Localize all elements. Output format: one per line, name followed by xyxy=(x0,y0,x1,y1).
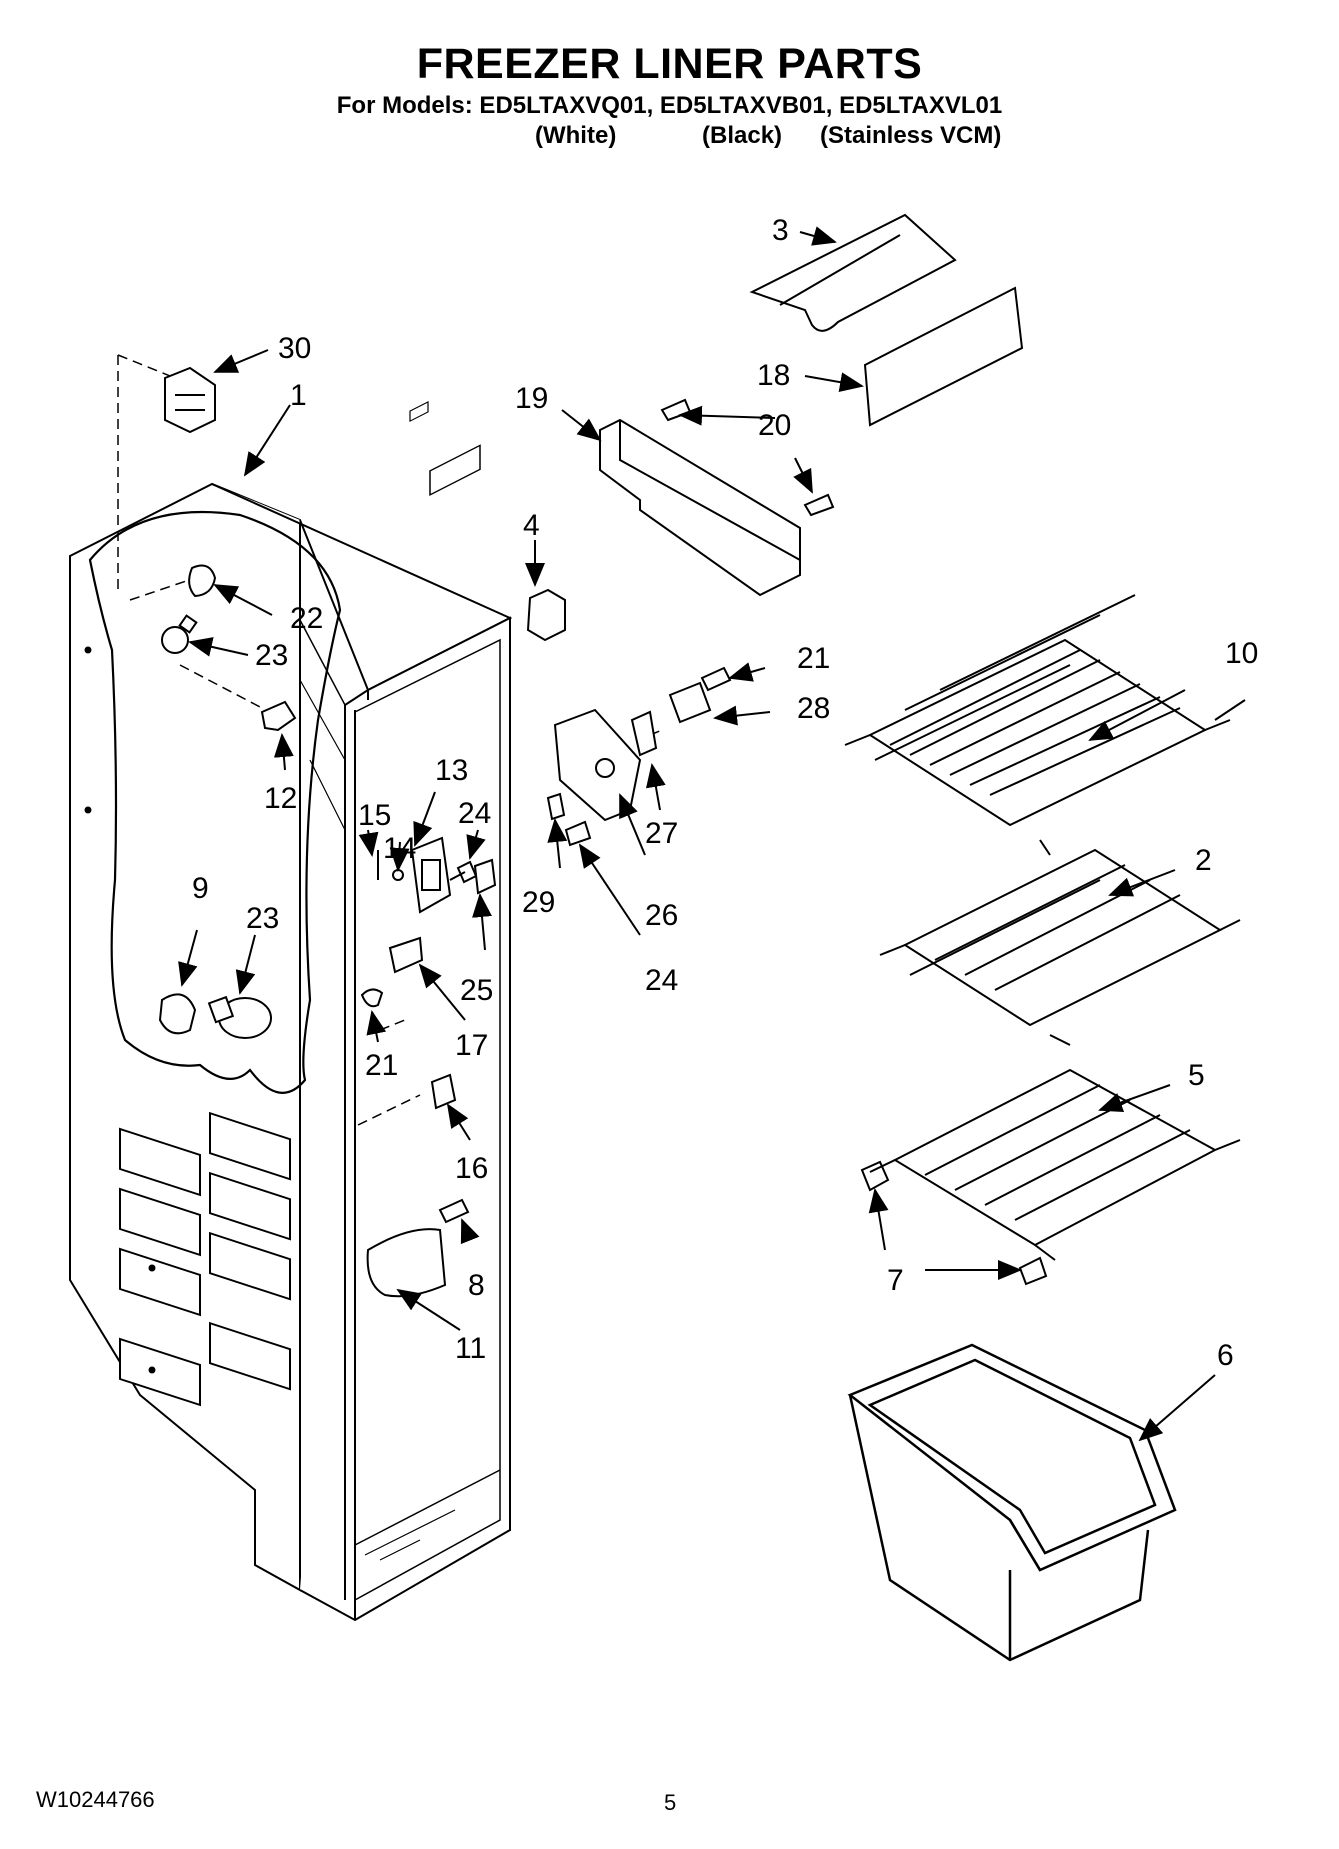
part-25-clip xyxy=(473,858,497,895)
callout-11: 11 xyxy=(455,1332,486,1365)
callout-24-lower: 24 xyxy=(645,964,678,997)
part-9-socket xyxy=(158,993,197,1035)
wire-shelf-10 xyxy=(844,594,1246,856)
callout-3: 3 xyxy=(772,214,789,247)
part-6-bin xyxy=(847,1343,1177,1662)
callout-24-upper: 24 xyxy=(458,797,491,830)
part-30-clip xyxy=(164,366,216,434)
callout-2: 2 xyxy=(1195,844,1212,877)
part-28-board xyxy=(668,681,712,724)
part-23-bulb-upper xyxy=(161,626,189,654)
callout-19: 19 xyxy=(515,382,548,415)
callout-7: 7 xyxy=(887,1264,904,1297)
part-12-bracket xyxy=(260,700,297,732)
callout-arrows xyxy=(178,226,1216,1442)
callout-26: 26 xyxy=(645,899,678,932)
callout-10: 10 xyxy=(1225,637,1258,670)
page-title: FREEZER LINER PARTS xyxy=(416,40,923,88)
callout-13: 13 xyxy=(435,754,468,787)
callout-5: 5 xyxy=(1188,1059,1205,1092)
part-21-screw xyxy=(360,988,384,1008)
part-22-socket xyxy=(188,564,217,598)
part-7-cap-right xyxy=(1018,1256,1048,1286)
part-20-screw-b xyxy=(803,493,835,517)
part-29-pin xyxy=(546,792,566,821)
callout-4: 4 xyxy=(523,509,540,542)
part-8-screw xyxy=(438,1198,470,1224)
part-18-panel xyxy=(863,286,1024,427)
wire-shelf-5 xyxy=(869,1068,1241,1261)
part-14-screw xyxy=(392,869,404,881)
callout-16: 16 xyxy=(455,1152,488,1185)
callout-28: 28 xyxy=(797,692,830,725)
callout-23-upper: 23 xyxy=(255,639,288,672)
callout-labels: 1 2 3 4 5 6 7 8 9 10 11 12 13 14 15 16 1… xyxy=(192,214,1258,1372)
callout-14: 14 xyxy=(383,832,416,865)
callout-9: 9 xyxy=(192,872,209,905)
callout-22: 22 xyxy=(290,602,323,635)
wire-shelf-2 xyxy=(879,848,1241,1046)
page-number: 5 xyxy=(664,1790,677,1815)
callout-27: 27 xyxy=(645,817,678,850)
callout-29: 29 xyxy=(522,886,555,919)
callout-21-right: 21 xyxy=(797,642,830,675)
variant-black: (Black) xyxy=(702,122,783,149)
part-21-screw-right xyxy=(700,666,732,692)
part-17-board xyxy=(388,936,424,974)
variant-white: (White) xyxy=(535,122,617,149)
callout-21-left: 21 xyxy=(365,1049,398,1082)
callout-15: 15 xyxy=(358,799,391,832)
callout-6: 6 xyxy=(1217,1339,1234,1372)
callout-8: 8 xyxy=(468,1269,485,1302)
callout-30: 30 xyxy=(278,332,311,365)
part-24-screw-mid xyxy=(564,820,592,847)
callout-23-lower: 23 xyxy=(246,902,279,935)
callout-20: 20 xyxy=(758,409,791,442)
callout-1: 1 xyxy=(290,379,307,412)
callout-17: 17 xyxy=(455,1029,488,1062)
callout-18: 18 xyxy=(757,359,790,392)
variant-stainless: (Stainless VCM) xyxy=(820,122,1002,149)
part-20-screw-a xyxy=(660,398,692,422)
callout-25: 25 xyxy=(460,974,493,1007)
callout-12: 12 xyxy=(264,782,297,815)
part-7-cap-left xyxy=(860,1160,890,1192)
document-number: W10244766 xyxy=(36,1787,155,1812)
model-list: For Models: ED5LTAXVQ01, ED5LTAXVB01, ED… xyxy=(336,92,1003,119)
part-19-bracket xyxy=(599,418,801,597)
part-3-hinge xyxy=(749,213,957,332)
part-27-clip xyxy=(630,710,658,757)
freezer-liner xyxy=(69,401,513,1622)
part-16-switch xyxy=(430,1073,457,1110)
part-4-clip xyxy=(526,588,566,642)
